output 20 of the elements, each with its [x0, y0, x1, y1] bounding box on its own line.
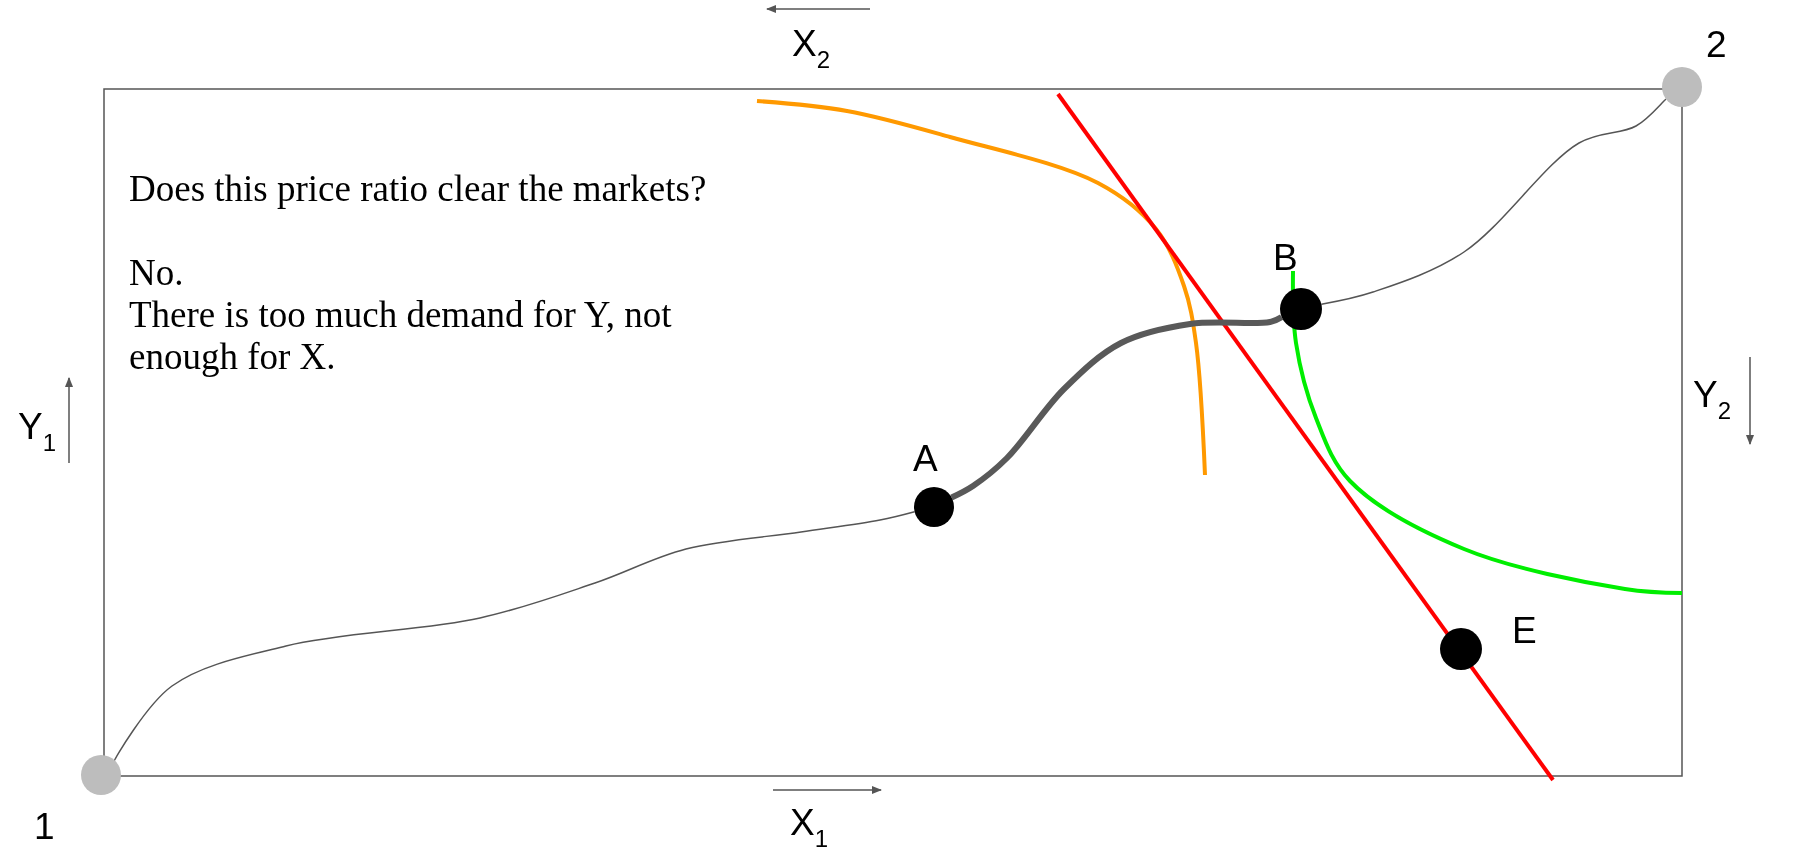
axis-label: Y$_{1}$	[18, 408, 57, 455]
note-text: There is too much demand for Y, not enough for X.	[129, 294, 673, 378]
point-label: A	[913, 440, 938, 477]
note-text: No.	[129, 252, 185, 294]
point-label: 1	[34, 808, 55, 845]
contract-curve	[113, 510, 916, 762]
allocation-point	[914, 487, 954, 527]
axis-label: X$_{2}$	[792, 25, 831, 72]
axis-label: Y$_{2}$	[1693, 376, 1732, 423]
origin-point	[1662, 67, 1702, 107]
point-label: E	[1512, 612, 1537, 649]
point-label: B	[1273, 239, 1298, 276]
axis-label: X$_{1}$	[790, 804, 829, 851]
point-label: 2	[1706, 26, 1727, 63]
note-text: Does this price ratio clear the markets?	[129, 168, 708, 210]
allocation-point	[1280, 288, 1322, 330]
contract-curve	[1320, 98, 1667, 305]
allocation-point	[1440, 628, 1482, 670]
contract-curve-segment	[950, 314, 1284, 501]
origin-point	[81, 755, 121, 795]
